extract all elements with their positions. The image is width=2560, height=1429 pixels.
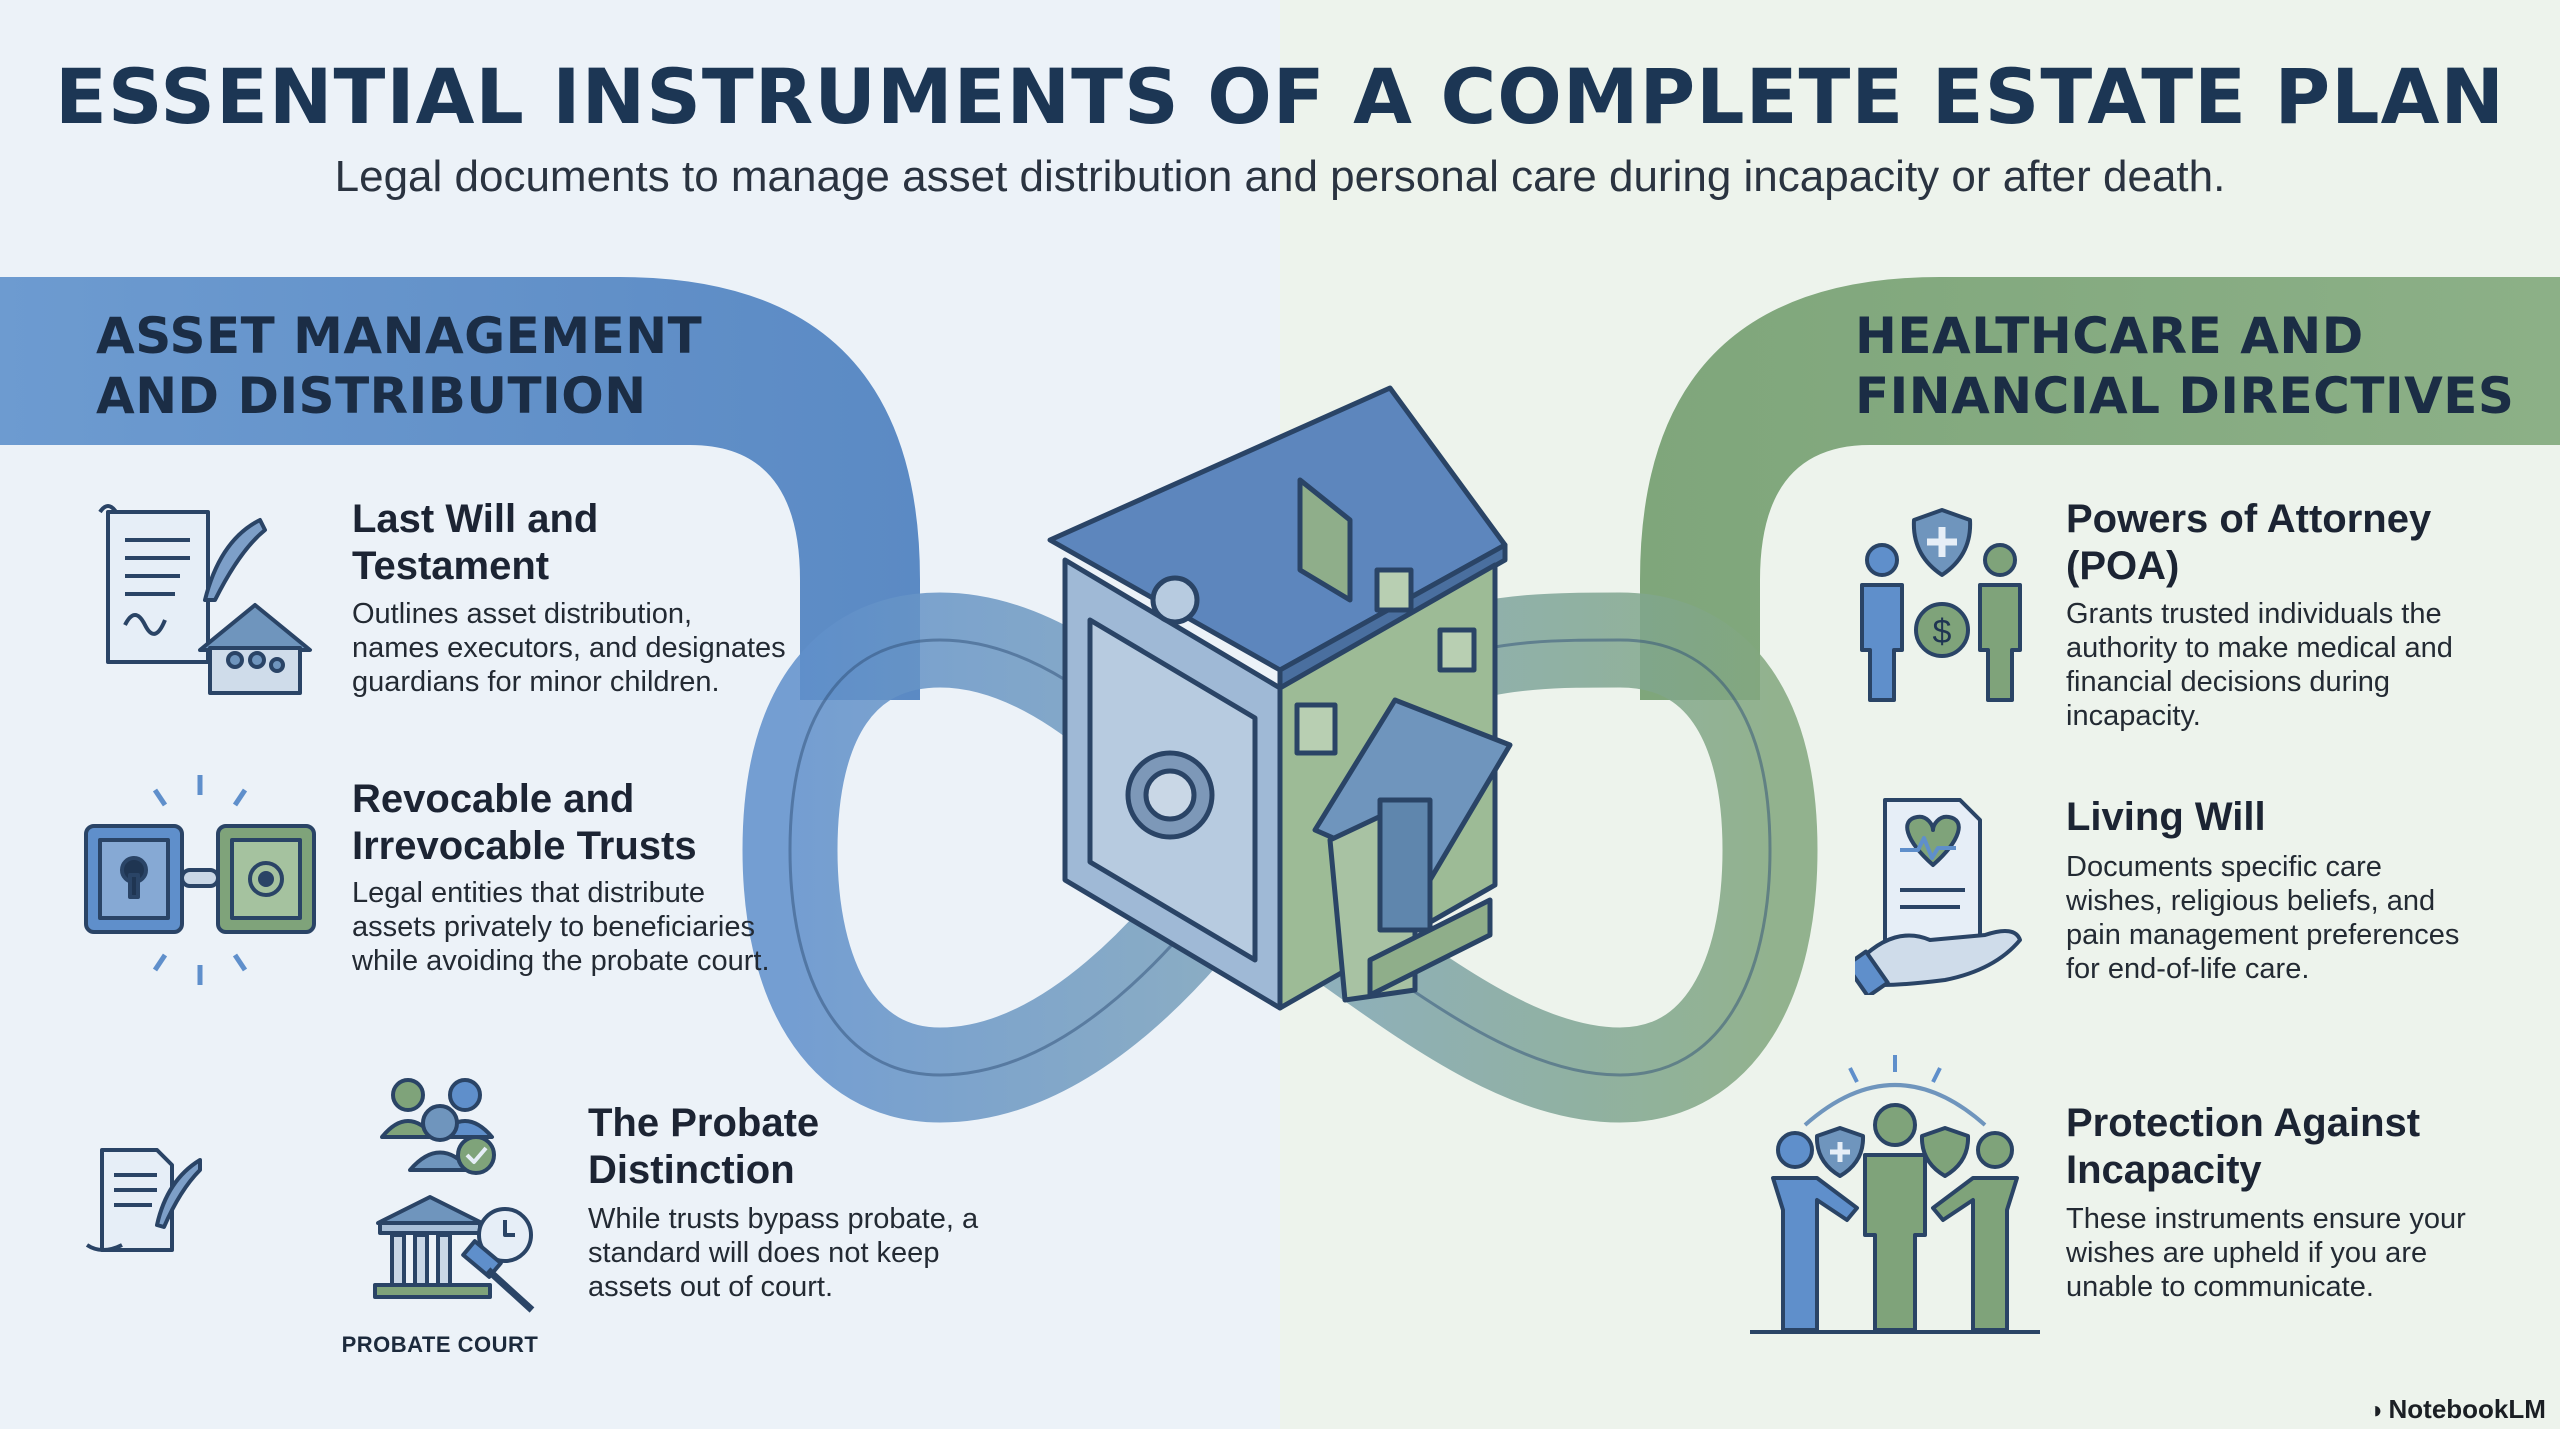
notebooklm-logo-icon: ◑ [2368, 1397, 2383, 1424]
left-section-title-line2: AND DISTRIBUTION [96, 367, 647, 425]
poa-title: Powers of Attorney (POA) [2066, 496, 2431, 590]
incapacity-description: These instruments ensure your wishes are… [2066, 1202, 2466, 1304]
trusts-title-line1: Revocable and [352, 777, 635, 821]
linked-safes-icon [84, 775, 316, 985]
description-line: While trusts bypass probate, a [588, 1203, 979, 1235]
probate-title: The Probate Distinction [588, 1100, 819, 1194]
left-section-title: ASSET MANAGEMENT AND DISTRIBUTION [96, 306, 776, 426]
poa-title-line2: (POA) [2066, 544, 2180, 588]
description-line: names executors, and designates [352, 632, 786, 664]
trusts-title: Revocable and Irrevocable Trusts [352, 776, 697, 870]
document-quill-icon [85, 1148, 202, 1252]
description-line: wishes are upheld if you are [2066, 1237, 2428, 1269]
description-line: authority to make medical and [2066, 632, 2453, 664]
left-header-band [0, 277, 920, 700]
right-section-title: HEALTHCARE AND FINANCIAL DIRECTIVES [1855, 306, 2535, 426]
description-line: Documents specific care [2066, 851, 2382, 883]
description-line: while avoiding the probate court. [352, 945, 770, 977]
description-line: for end-of-life care. [2066, 953, 2310, 985]
svg-text:$: $ [1933, 613, 1952, 651]
right-section-title-line2: FINANCIAL DIRECTIVES [1855, 367, 2515, 425]
description-line: incapacity. [2066, 700, 2201, 732]
description-line: standard will does not keep [588, 1237, 940, 1269]
incapacity-title-line2: Incapacity [2066, 1148, 2262, 1192]
incapacity-title-line1: Protection Against [2066, 1101, 2421, 1145]
left-section-title-line1: ASSET MANAGEMENT [96, 307, 703, 365]
notebooklm-brand: ◑NotebookLM [2368, 1394, 2546, 1425]
last-will-title: Last Will and Testament [352, 496, 598, 590]
page-title: ESSENTIAL INSTRUMENTS OF A COMPLETE ESTA… [54, 52, 2506, 141]
living-will-description: Documents specific care wishes, religiou… [2066, 850, 2459, 986]
protected-people-icon [1750, 1055, 2040, 1334]
heart-document-hand-icon [1855, 798, 2022, 995]
description-line: assets out of court. [588, 1271, 834, 1303]
probate-court-label: PROBATE COURT [341, 1332, 539, 1357]
probate-description: While trusts bypass probate, a standard … [588, 1202, 978, 1304]
description-line: financial decisions during [2066, 666, 2391, 698]
poa-title-line1: Powers of Attorney [2066, 497, 2432, 541]
brand-label: NotebookLM [2388, 1394, 2546, 1424]
trusts-title-line2: Irrevocable Trusts [352, 824, 697, 868]
last-will-title-line2: Testament [352, 544, 550, 588]
page-subtitle: Legal documents to manage asset distribu… [334, 152, 2226, 201]
description-line: pain management preferences [2066, 919, 2460, 951]
will-scroll-house-icon [98, 504, 312, 695]
probate-court-icon [373, 1078, 535, 1313]
probate-title-line1: The Probate [588, 1101, 820, 1145]
incapacity-title: Protection Against Incapacity [2066, 1100, 2420, 1194]
description-line: Legal entities that distribute [352, 877, 706, 909]
right-section-title-line1: HEALTHCARE AND [1855, 307, 2364, 365]
description-line: assets privately to beneficiaries [352, 911, 755, 943]
house-safe-icon [1047, 385, 1513, 1011]
right-header-band [1640, 277, 2560, 700]
last-will-title-line1: Last Will and [352, 497, 599, 541]
people-shield-dollar-icon: $ [1860, 508, 2022, 702]
description-line: guardians for minor children. [352, 666, 720, 698]
description-line: Grants trusted individuals the [2066, 598, 2442, 630]
last-will-description: Outlines asset distribution, names execu… [352, 597, 786, 699]
living-will-title: Living Will [2066, 795, 2266, 839]
description-line: These instruments ensure your [2066, 1203, 2466, 1235]
description-line: wishes, religious beliefs, and [2066, 885, 2436, 917]
poa-description: Grants trusted individuals the authority… [2066, 597, 2453, 733]
trusts-description: Legal entities that distribute assets pr… [352, 876, 770, 978]
description-line: Outlines asset distribution, [352, 598, 693, 630]
probate-title-line2: Distinction [588, 1148, 795, 1192]
description-line: unable to communicate. [2066, 1271, 2374, 1303]
